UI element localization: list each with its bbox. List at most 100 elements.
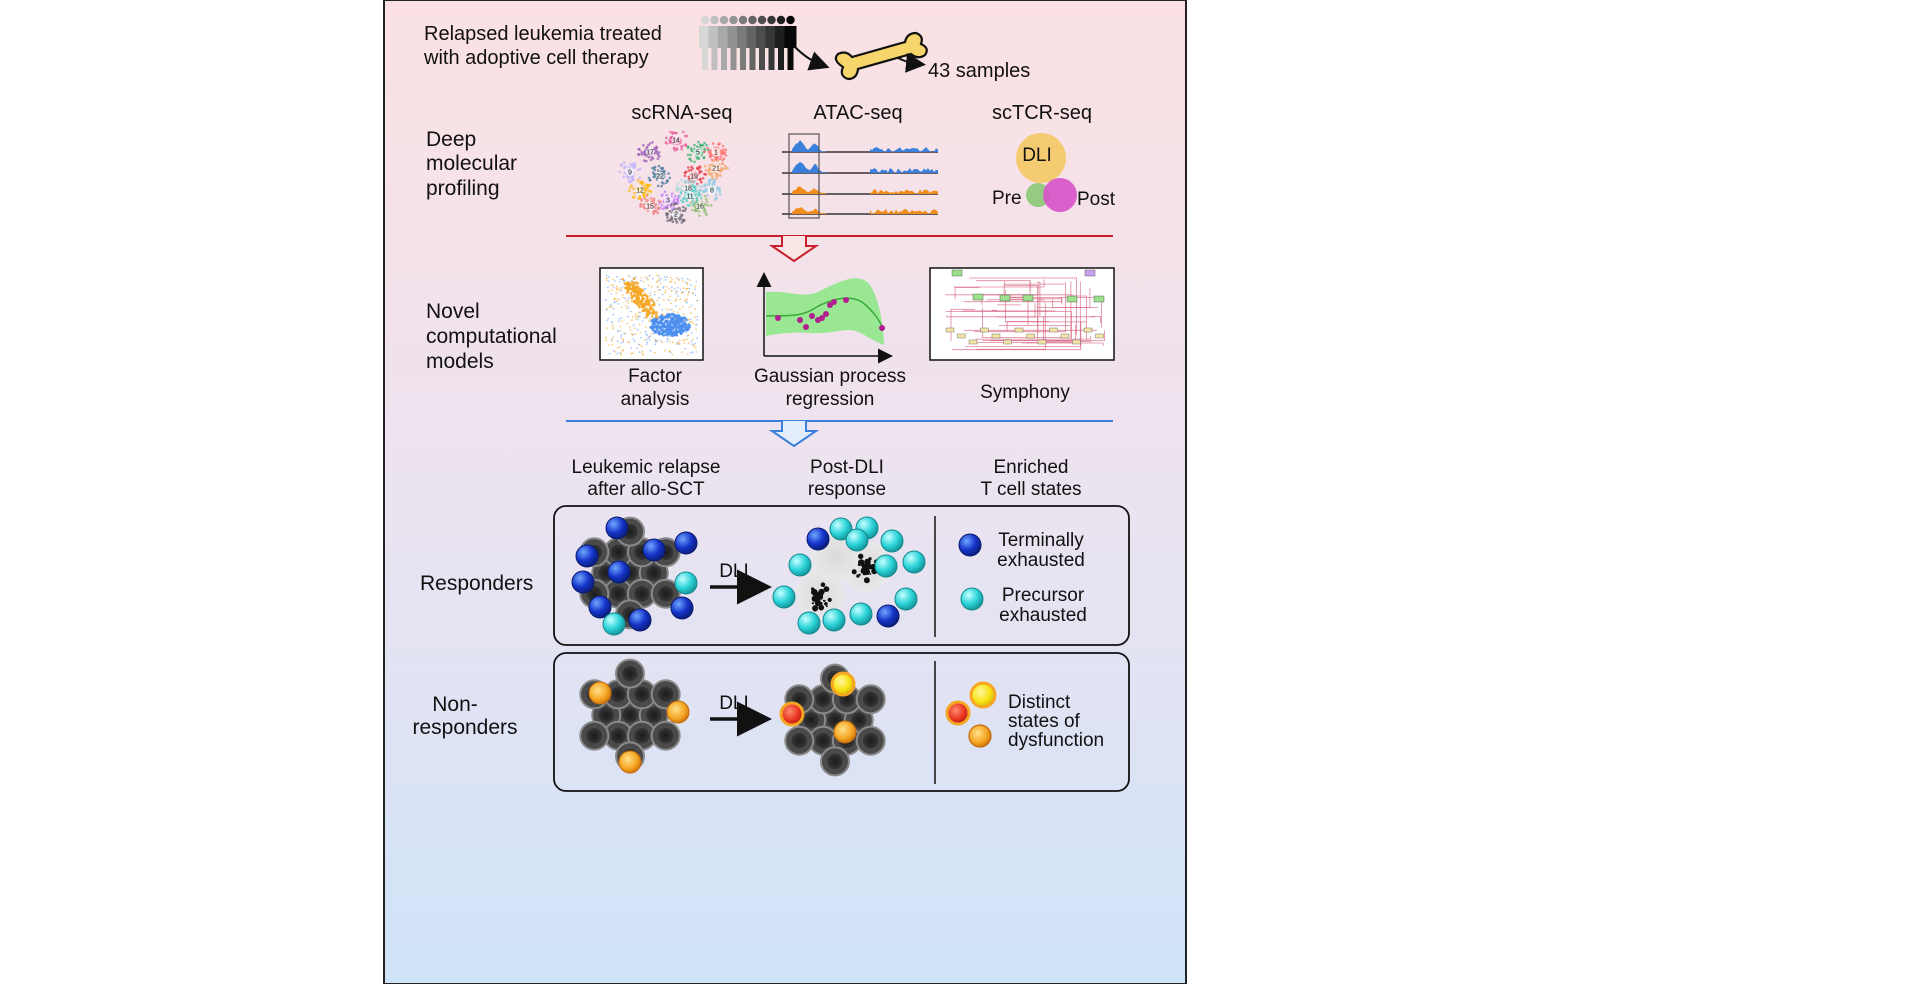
factor-point	[653, 326, 656, 329]
tsne-point	[673, 146, 677, 150]
tsne-point	[622, 175, 626, 179]
tsne-point	[693, 143, 696, 147]
factor-point	[617, 320, 620, 323]
precursor-exhausted-cell	[845, 528, 869, 552]
cluster-label: 15	[646, 204, 654, 211]
blue-divider	[566, 420, 1113, 448]
tsne-point	[647, 176, 651, 180]
factor-point	[687, 323, 690, 326]
tsne-point	[681, 144, 684, 148]
dysfunctional-t-cell	[588, 681, 612, 705]
tsne-point	[691, 189, 695, 192]
cluster-label-bg	[671, 135, 681, 145]
person-body	[727, 26, 740, 70]
factor-point	[652, 277, 654, 280]
factor-point	[649, 310, 652, 313]
factor-point	[642, 280, 645, 283]
factor-point	[684, 347, 687, 350]
tsne-point	[648, 179, 652, 182]
factor-point	[610, 284, 613, 287]
header-line1: Relapsed leukemia treated	[424, 23, 662, 45]
debris-particle	[824, 602, 828, 606]
factor-point	[604, 336, 607, 339]
symphony-network-graph	[945, 269, 1105, 351]
factor-point	[695, 351, 698, 353]
tsne-point	[668, 218, 672, 222]
cluster-label: 19	[690, 174, 698, 181]
factor-point	[695, 323, 698, 326]
gp-point	[803, 324, 809, 330]
factor-point	[664, 315, 667, 319]
tsne-point	[632, 187, 635, 190]
atac-signal	[870, 147, 938, 152]
network-edge	[969, 277, 1077, 335]
factor-point	[650, 326, 653, 330]
tsne-point	[665, 136, 668, 140]
cluster-label: 11	[686, 194, 693, 201]
terminally-exhausted-cell	[628, 608, 652, 632]
debris-particle	[863, 577, 870, 584]
tsne-point	[631, 178, 634, 181]
tsne-point	[705, 144, 708, 147]
atac-signal	[870, 168, 938, 173]
tsne-point	[643, 197, 647, 200]
tsne-point	[689, 153, 692, 157]
factor-point	[648, 335, 651, 338]
tsne-point	[652, 212, 656, 216]
tsne-point	[640, 153, 643, 156]
terminally-exhausted-cell	[642, 538, 666, 562]
factor-point	[666, 298, 669, 301]
factor-point	[665, 320, 668, 323]
factor-point	[684, 281, 687, 284]
terminally-exhausted-cell	[588, 595, 612, 619]
factor-point	[629, 275, 631, 278]
factor-point	[622, 296, 624, 299]
tsne-point	[651, 141, 654, 144]
profiling-label-line3: profiling	[426, 177, 500, 200]
factor-point	[674, 323, 678, 326]
factor-point	[613, 298, 616, 301]
factor-point	[628, 341, 631, 344]
tumor-nucleus	[634, 686, 650, 702]
network-node	[1072, 339, 1081, 345]
factor-point	[648, 339, 651, 341]
factor-point	[657, 289, 660, 291]
tumor-nucleus	[658, 586, 674, 602]
tsne-point	[623, 171, 626, 175]
factor-point	[622, 349, 624, 352]
tsne-point	[699, 178, 702, 182]
tsne-point	[704, 198, 708, 201]
tumor-nucleus	[851, 712, 867, 728]
tsne-point	[705, 212, 708, 215]
precursor-exhausted-cell	[674, 571, 698, 595]
tsne-point	[717, 143, 721, 146]
tsne-point	[693, 160, 696, 164]
factor-point	[611, 324, 614, 327]
tsne-point	[656, 184, 660, 188]
factor-point	[662, 323, 666, 327]
cluster-label: 1	[714, 150, 718, 157]
factor-point	[626, 290, 630, 294]
factor-point	[630, 300, 633, 303]
factor-point	[675, 342, 678, 345]
debris-particle	[859, 554, 862, 557]
network-edge	[975, 336, 1091, 340]
network-node	[968, 339, 978, 345]
factor-point	[656, 280, 659, 282]
factor-point	[618, 281, 621, 283]
factor-point	[687, 318, 690, 321]
tsne-point	[648, 183, 652, 187]
tsne-point	[682, 130, 685, 134]
factor-point	[653, 332, 655, 335]
factor-point	[694, 285, 697, 288]
factor-point	[619, 278, 622, 281]
factor-point	[655, 326, 659, 330]
factor-point	[687, 342, 690, 344]
factor-point	[636, 318, 639, 321]
factor-point	[638, 351, 641, 354]
nonresponders-tumor-cluster	[579, 658, 690, 774]
factor-point	[613, 308, 615, 310]
tsne-point	[694, 187, 697, 190]
tsne-point	[682, 219, 686, 223]
factor-point	[691, 343, 694, 346]
